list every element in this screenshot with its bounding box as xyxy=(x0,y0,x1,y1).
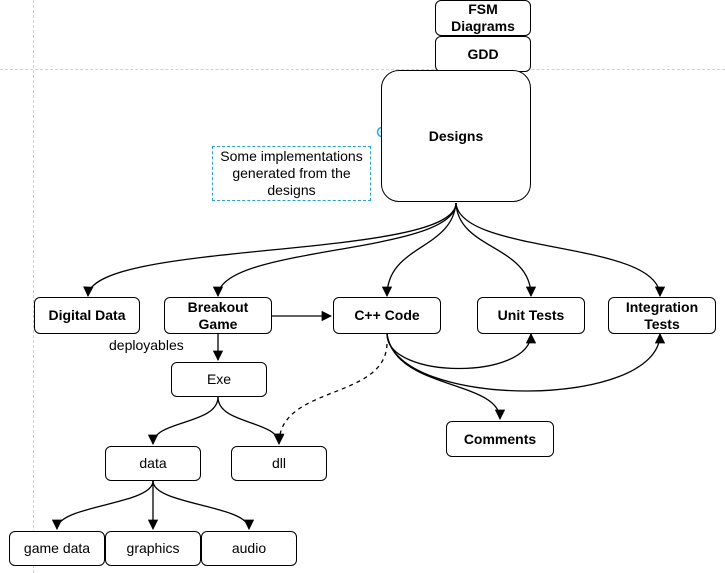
node-comments[interactable]: Comments xyxy=(446,421,554,457)
edge-cpp-integration[interactable] xyxy=(386,332,666,392)
edge-cpp-dll[interactable] xyxy=(273,343,388,445)
edge-exe-data[interactable] xyxy=(147,396,219,446)
node-fsm-diagrams[interactable]: FSM Diagrams xyxy=(435,0,531,36)
node-cpp-code[interactable]: C++ Code xyxy=(333,297,441,334)
edge-cpp-unit-tests[interactable] xyxy=(386,332,537,370)
node-game-data[interactable]: game data xyxy=(9,531,105,566)
page-guide-vertical xyxy=(33,0,34,573)
edge-designs-breakout[interactable] xyxy=(212,202,457,298)
node-breakout-game[interactable]: Breakout Game xyxy=(164,297,272,334)
note-implementations[interactable]: Some implementations generated from the … xyxy=(212,146,371,201)
node-audio[interactable]: audio xyxy=(201,531,297,566)
edge-data-audio[interactable] xyxy=(152,480,255,531)
edge-exe-dll[interactable] xyxy=(217,396,285,446)
node-unit-tests[interactable]: Unit Tests xyxy=(477,297,585,334)
node-designs[interactable]: Designs xyxy=(381,70,531,202)
label-deployables: deployables xyxy=(109,337,184,353)
edge-designs-digital-data[interactable] xyxy=(83,202,457,298)
node-gdd[interactable]: GDD xyxy=(435,36,531,72)
node-dll[interactable]: dll xyxy=(231,446,327,481)
node-exe[interactable]: Exe xyxy=(171,362,267,397)
node-integration-tests[interactable]: Integration Tests xyxy=(608,297,716,334)
edge-data-game-data[interactable] xyxy=(51,480,154,531)
node-data[interactable]: data xyxy=(105,446,201,481)
node-graphics[interactable]: graphics xyxy=(105,531,201,566)
edge-cpp-comments[interactable] xyxy=(386,333,506,421)
edge-designs-unit-tests[interactable] xyxy=(455,202,537,298)
edge-designs-cpp[interactable] xyxy=(381,202,457,298)
edge-designs-integration[interactable] xyxy=(455,202,666,298)
node-digital-data[interactable]: Digital Data xyxy=(34,297,140,334)
page-guide-horizontal xyxy=(0,69,725,70)
